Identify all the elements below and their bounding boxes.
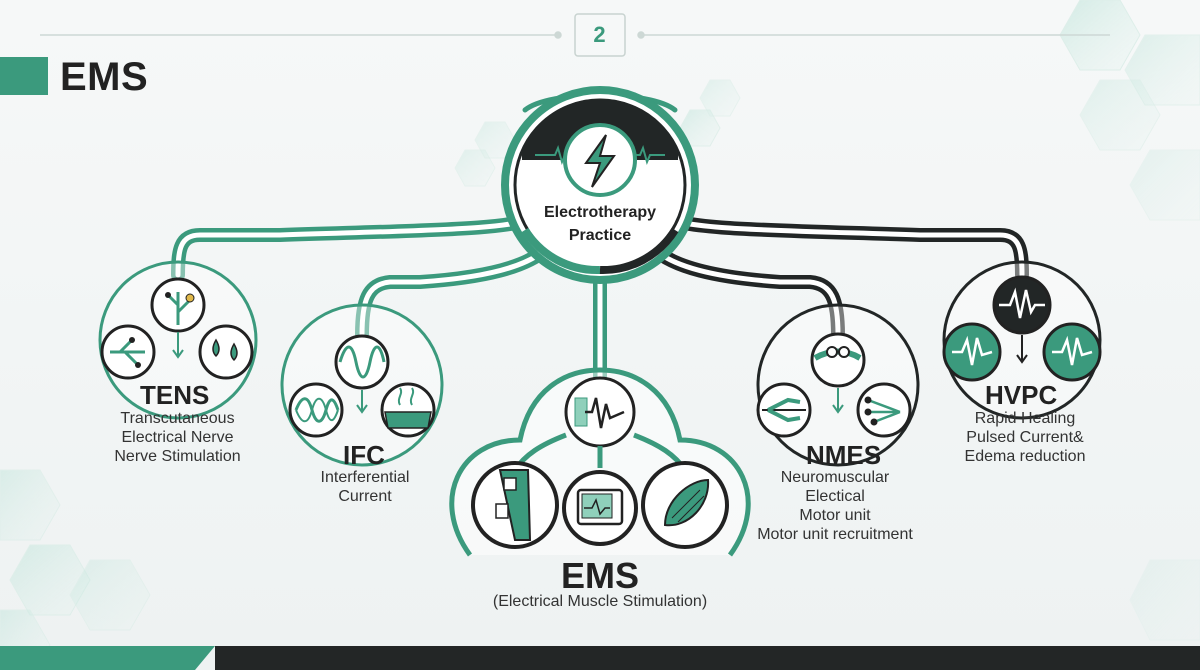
waveform-icon (564, 376, 636, 448)
leg-electrode-icon (471, 461, 559, 549)
nmes-node (756, 303, 920, 467)
ems-name: EMS (560, 555, 639, 596)
ifc-desc-line: Interferential (320, 469, 410, 486)
slide-number: 2 (593, 22, 606, 47)
center-label: Electrotherapy Practice (515, 201, 685, 247)
tens-name: TENS (140, 380, 210, 410)
sine-wave-icon (334, 334, 390, 390)
hvpc-name: HVPC (985, 380, 1058, 410)
tissue-heat-icon (380, 382, 436, 438)
ifc-name: IFC (343, 440, 385, 470)
pulse-left-icon (942, 322, 1002, 382)
ecg-pulse-icon (992, 275, 1052, 335)
top-rule (40, 13, 1110, 57)
tens-description: Transcutaneous Electrical Nerve Nerve St… (90, 409, 265, 466)
nmes-description: Neuromuscular Electical Motor unit Motor… (740, 468, 930, 544)
droplet-charge-icon (198, 324, 254, 380)
ifc-desc-line: Current (338, 488, 392, 505)
ifc-node (280, 303, 444, 467)
ems-node (449, 367, 751, 557)
stimulator-device-icon (562, 470, 638, 546)
muscle-icon (641, 461, 729, 549)
neuron-icon (150, 277, 206, 333)
title-accent-bar (0, 57, 48, 95)
footer-accent (0, 646, 215, 670)
nerve-branch-icon (100, 324, 156, 380)
hvpc-desc-line: Rapid Healing (974, 410, 1076, 427)
ems-description: (Electrical Muscle Stimulation) (492, 593, 708, 610)
motor-neuron-icon (756, 382, 812, 438)
nmes-desc-line: Motor unit recruitment (757, 526, 913, 543)
hvpc-desc-line: Pulsed Current& (966, 429, 1084, 446)
tens-node (98, 260, 258, 420)
center-label-line1: Electrotherapy (543, 204, 657, 221)
interference-wave-icon (288, 382, 344, 438)
hvpc-desc-line: Edema reduction (964, 448, 1086, 465)
axon-terminal-icon (810, 332, 866, 388)
tens-desc-line: Nerve Stimulation (114, 448, 241, 465)
hvpc-description: Rapid Healing Pulsed Current& Edema redu… (945, 409, 1105, 466)
tens-desc-line: Transcutaneous (120, 410, 235, 427)
tens-desc-line: Electrical Nerve (121, 429, 234, 446)
nmes-name: NMES (806, 440, 882, 470)
neuron-branch-icon (856, 382, 912, 438)
nmes-desc-line: Neuromuscular (780, 469, 890, 486)
page-title: EMS (60, 55, 149, 99)
ifc-description: Interferential Current (300, 468, 430, 506)
lightning-bolt-icon (563, 123, 637, 197)
center-hub (501, 86, 699, 284)
footer-bar (215, 646, 1200, 670)
nmes-desc-line: Motor unit (799, 507, 871, 524)
center-label-line2: Practice (568, 227, 632, 244)
pulse-right-icon (1042, 322, 1102, 382)
nmes-desc-line: Electical (805, 488, 865, 505)
hvpc-node (942, 260, 1102, 420)
